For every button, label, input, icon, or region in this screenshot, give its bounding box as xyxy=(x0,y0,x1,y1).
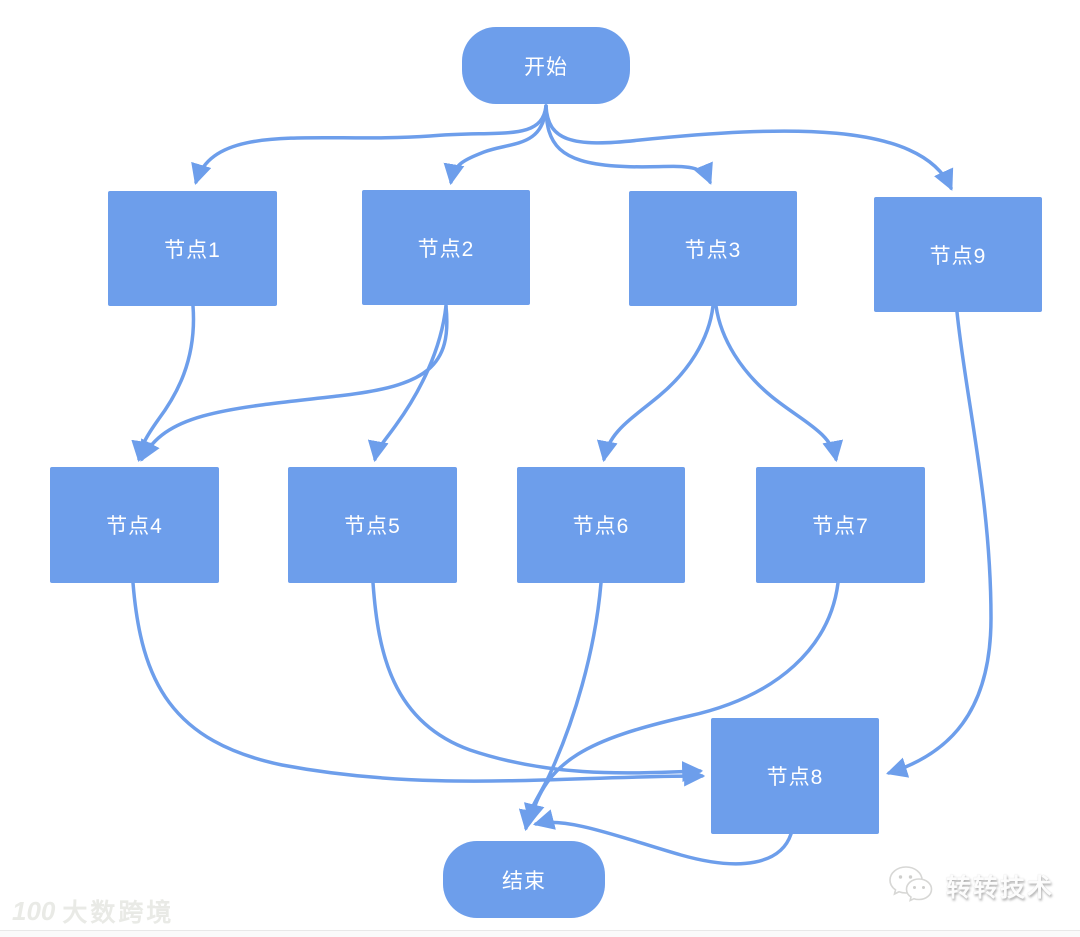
node-2: 节点2 xyxy=(362,190,530,305)
watermark-bottom-right: 转转技术 xyxy=(888,865,1054,907)
node-3-label: 节点3 xyxy=(684,238,742,262)
edge-node5-to-node8 xyxy=(371,581,704,783)
node-5-label: 节点5 xyxy=(344,515,401,538)
edge-start-to-node1 xyxy=(191,104,548,186)
100-logo-icon: 100 xyxy=(12,895,56,926)
node-start: 开始 xyxy=(462,27,630,104)
node-3: 节点3 xyxy=(629,191,797,306)
node-5: 节点5 xyxy=(288,467,457,583)
node-1-label: 节点1 xyxy=(164,238,221,262)
watermark-bottom-left: 100 大数跨境 xyxy=(12,893,174,929)
edge-node4-to-node8 xyxy=(131,581,706,787)
node-8-label: 节点8 xyxy=(766,766,824,789)
edge-node6-to-end xyxy=(518,581,603,832)
node-4: 节点4 xyxy=(50,467,219,583)
edge-node2-to-node4 xyxy=(140,304,449,462)
bottom-divider xyxy=(0,930,1080,937)
node-end: 结束 xyxy=(443,841,605,918)
node-end-label: 结束 xyxy=(502,869,546,893)
node-8: 节点8 xyxy=(711,718,879,834)
wechat-bubbles-icon xyxy=(889,866,933,902)
edge-node2-to-node5 xyxy=(367,304,448,463)
watermark-bottom-left-text: 大数跨境 xyxy=(62,899,175,927)
node-2-label: 节点2 xyxy=(417,237,475,261)
edge-start-to-node9 xyxy=(544,104,954,191)
node-4-label: 节点4 xyxy=(106,515,163,538)
node-7-label: 节点7 xyxy=(812,515,869,538)
watermark-bottom-right-text: 转转技术 xyxy=(945,874,1054,902)
edge-node8-to-end xyxy=(532,809,793,866)
edge-node7-to-end xyxy=(524,581,840,826)
node-7: 节点7 xyxy=(756,467,925,583)
edge-node9-to-node8 xyxy=(885,310,993,778)
edge-start-to-node3 xyxy=(544,104,713,185)
edge-node1-to-node4 xyxy=(131,304,196,463)
node-start-label: 开始 xyxy=(524,55,568,79)
node-9: 节点9 xyxy=(874,197,1042,312)
edge-node3-to-node6 xyxy=(596,304,715,463)
node-6-label: 节点6 xyxy=(572,515,630,538)
node-1: 节点1 xyxy=(108,191,277,306)
edge-node3-to-node7 xyxy=(714,304,844,463)
node-6: 节点6 xyxy=(517,467,685,583)
edge-start-to-node2 xyxy=(443,104,548,186)
node-9-label: 节点9 xyxy=(929,244,987,268)
